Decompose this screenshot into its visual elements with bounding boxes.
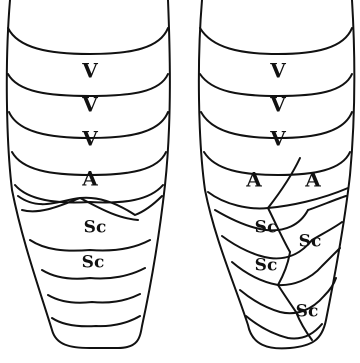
right-anal-label-right: A [304, 168, 321, 192]
right-subcaudal-row-4 [240, 278, 336, 313]
right-panel: V V V A A Sc Sc Sc Sc [199, 0, 355, 348]
left-subcaudal-label-2: Sc [82, 253, 105, 273]
left-panel: V V V A Sc Sc [7, 0, 170, 348]
right-anal-plate-bottom [208, 188, 348, 208]
left-subcaudal-scale-4 [52, 316, 140, 326]
right-ventral-scale-4 [204, 152, 350, 175]
right-subcaudal-pair-divider-3 [278, 285, 296, 312]
right-subcaudal-label-4: Sc [296, 302, 319, 322]
right-subcaudal-label-3: Sc [255, 256, 278, 276]
right-subcaudal-row-1 [215, 196, 346, 230]
right-ventral-label-3: V [269, 127, 286, 151]
left-anal-label: A [81, 167, 98, 191]
left-ventral-label-1: V [81, 59, 98, 83]
right-ventral-scale-1 [200, 28, 352, 54]
right-ventral-label-2: V [269, 93, 286, 117]
left-subcaudal-label-1: Sc [84, 218, 107, 238]
right-subcaudal-label-2: Sc [299, 232, 322, 252]
right-anal-divider [268, 158, 300, 208]
left-ventral-scale-1 [8, 28, 168, 54]
right-subcaudal-label-1: Sc [255, 218, 278, 238]
right-ventral-label-1: V [269, 59, 286, 83]
right-subcaudal-row-2 [222, 222, 342, 258]
right-anal-label-left: A [245, 168, 262, 192]
left-ventral-label-3: V [81, 127, 98, 151]
left-subcaudal-scale-1-bottom [30, 240, 150, 251]
left-subcaudal-scale-3 [48, 294, 140, 303]
left-ventral-label-2: V [81, 93, 98, 117]
